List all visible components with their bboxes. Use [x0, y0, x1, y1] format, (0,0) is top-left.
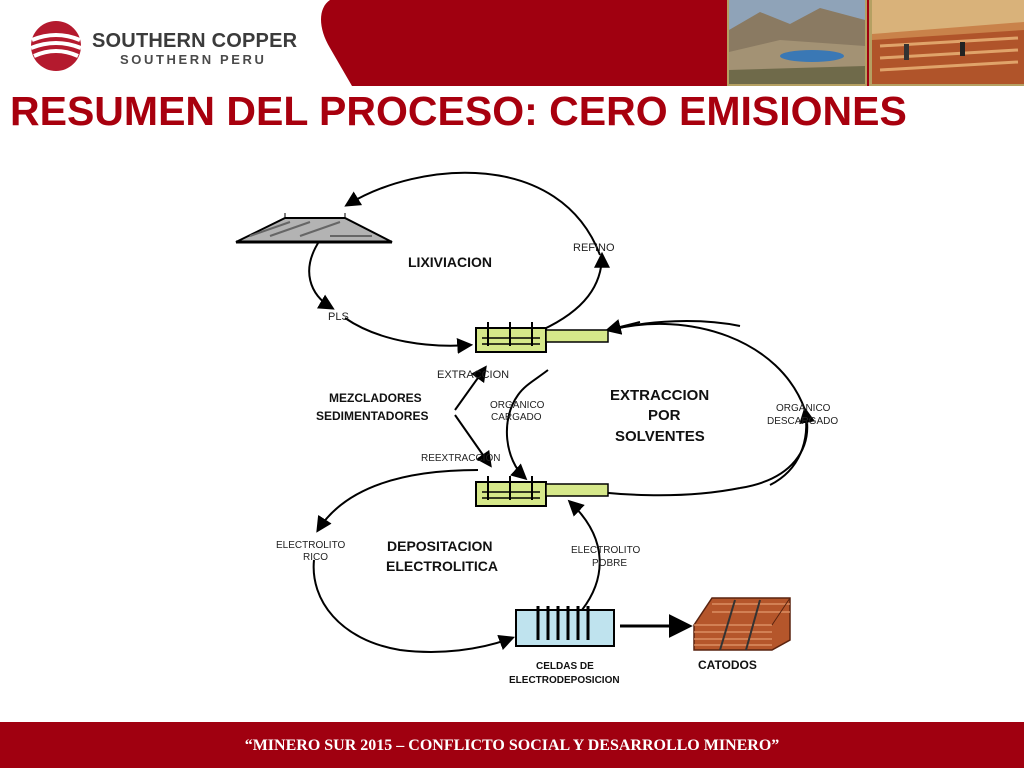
organic-descargado-arrow	[609, 322, 809, 489]
logo-subname: SOUTHERN PERU	[120, 52, 267, 67]
label-celdas-2: ELECTRODEPOSICION	[509, 675, 620, 686]
electrowinning-cell-icon	[515, 606, 615, 647]
label-mezcladores: MEZCLADORES	[329, 391, 422, 405]
label-electrolito-rico-1: ELECTROLITO	[276, 540, 346, 551]
mixer-branch-down	[454, 414, 492, 468]
label-celdas-1: CELDAS DE	[536, 661, 594, 672]
southern-copper-logo-icon	[30, 21, 82, 71]
label-organico-cargado-2: CARGADO	[491, 412, 542, 423]
sx-top-arrow	[604, 319, 641, 335]
label-extraccion-por-3: SOLVENTES	[615, 428, 705, 445]
electrolyte-rich-arrow	[316, 469, 479, 533]
mixer-branch-up	[454, 365, 487, 411]
logo-name: SOUTHERN COPPER	[92, 30, 298, 52]
mixer-settler-reextraction-icon	[475, 476, 609, 507]
label-catodos: CATODOS	[698, 658, 757, 672]
label-sedimentadores: SEDIMENTADORES	[316, 409, 429, 423]
pls-to-mixer-arrow	[344, 317, 474, 354]
electrolyte-pobre-arrow	[567, 499, 601, 611]
label-extraccion-por-2: POR	[648, 407, 681, 424]
mixer-settler-extraction-icon	[475, 322, 609, 353]
refino-return-arrow	[541, 251, 610, 331]
label-organico-cargado-1: ORGANICO	[490, 400, 545, 411]
footer-text: “MINERO SUR 2015 – CONFLICTO SOCIAL Y DE…	[244, 737, 780, 754]
cathodes-stack-icon	[693, 597, 791, 651]
tankhouse-photo	[869, 0, 1024, 86]
label-lixiviacion: LIXIVIACION	[408, 254, 493, 270]
label-electrolito-pobre-1: ELECTROLITO	[571, 545, 641, 556]
label-depositacion-2: ELECTROLITICA	[386, 558, 498, 574]
sx-right-arrow	[769, 406, 815, 486]
label-pls: PLS	[328, 311, 349, 323]
label-organico-descargado-1: ORGANICO	[776, 403, 831, 414]
leach-heap-icon	[235, 213, 393, 244]
footer-bar	[0, 722, 1024, 768]
label-organico-descargado-2: DESCARGADO	[767, 416, 839, 427]
mine-landscape-photo	[727, 0, 867, 86]
label-extraccion-por-1: EXTRACCION	[610, 387, 710, 404]
page-title: RESUMEN DEL PROCESO: CERO EMISIONES	[10, 88, 907, 134]
organic-loaded-arrow	[505, 369, 549, 481]
header-banner	[0, 0, 1024, 86]
pls-arrow	[308, 239, 335, 310]
label-reextraccion: REEXTRACCION	[421, 453, 501, 464]
label-refino: REFINO	[573, 242, 615, 254]
electrolyte-rich-down	[312, 559, 515, 653]
leach-loop-top-arrow	[344, 171, 601, 256]
label-electrolito-rico-2: RICO	[303, 552, 328, 563]
label-depositacion-1: DEPOSITACION	[387, 538, 493, 554]
label-electrolito-pobre-2: POBRE	[592, 558, 628, 569]
label-extraccion: EXTRACCION	[437, 369, 510, 381]
